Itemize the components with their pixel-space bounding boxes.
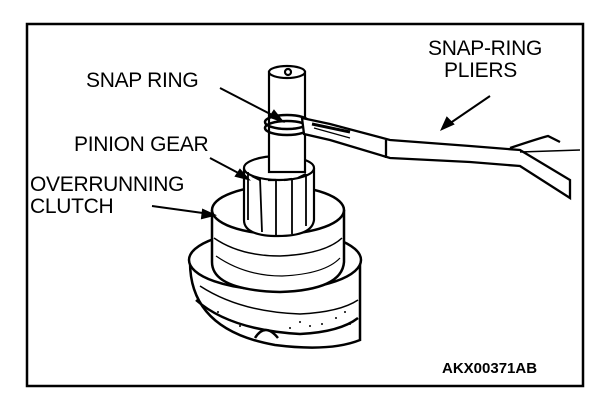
label-snap-ring: SNAP RING [86, 69, 199, 92]
label-snap-ring-pliers-line1: SNAP-RING [428, 37, 542, 60]
leader-lines [151, 87, 491, 220]
leader-pliers [445, 95, 491, 127]
leader-clutch [151, 205, 211, 215]
label-overrunning-clutch-line2: CLUTCH [30, 195, 114, 218]
label-overrunning-clutch-line1: OVERRUNNING [30, 173, 185, 196]
leader-snap-ring [219, 87, 279, 119]
snap-ring-pliers [300, 116, 581, 201]
label-snap-ring-pliers-line2: PLIERS [444, 59, 517, 82]
figure-code: AKX00371AB [442, 360, 538, 377]
figure-frame [25, 22, 585, 388]
label-pinion-gear: PINION GEAR [74, 133, 209, 156]
